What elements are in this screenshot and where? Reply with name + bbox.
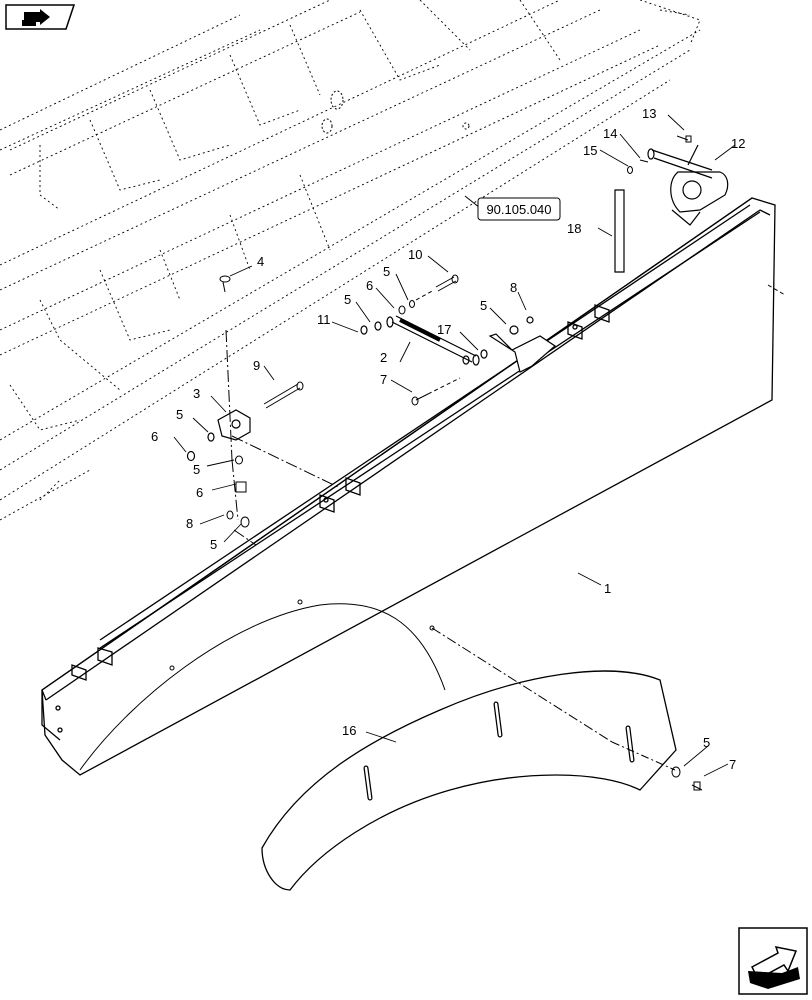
callout-14: 14: [603, 126, 617, 141]
part-16-fender-liner: [261, 670, 677, 891]
part-9-bolt: [263, 381, 304, 409]
callout-4: 4: [257, 254, 264, 269]
lower-fasteners: [226, 455, 250, 528]
callout-6c: 6: [366, 278, 373, 293]
callout-1: 1: [604, 581, 611, 596]
callout-5e: 5: [383, 264, 390, 279]
callout-13: 13: [642, 106, 656, 121]
part-12-mount-bracket: [647, 144, 729, 226]
next-arrow-icon: [738, 927, 808, 995]
frame-holes: [321, 90, 470, 134]
part-3-clamp: [186, 409, 251, 462]
callout-2: 2: [380, 350, 387, 365]
callout-7a: 7: [380, 372, 387, 387]
callout-11: 11: [317, 312, 331, 327]
back-nav-button[interactable]: [4, 4, 76, 30]
part-10-bolt: [398, 274, 459, 315]
part-2-damper: [360, 315, 488, 366]
part-1-fender-panel: [41, 197, 776, 776]
liner-arc-outline: [79, 599, 446, 771]
assembly-centerlines: [225, 329, 341, 546]
callout-10: 10: [408, 247, 422, 262]
callout-5g: 5: [703, 735, 710, 750]
part-18-bar: [614, 189, 625, 273]
callout-6b: 6: [196, 485, 203, 500]
callout-8b: 8: [510, 280, 517, 295]
callout-7b: 7: [729, 757, 736, 772]
part-13-bolt: [676, 135, 692, 143]
callout-16: 16: [342, 723, 356, 738]
callout-numbers: 1 2 3 4 5 5 5 5 5 5 5 6 6 6 7 7 8 8 9 10…: [151, 106, 745, 772]
reference-box[interactable]: 90.105.040: [464, 195, 561, 221]
part-7-bolt: [411, 377, 703, 791]
back-arrow-icon: [5, 4, 76, 30]
callout-18: 18: [567, 221, 581, 236]
callout-5f: 5: [480, 298, 487, 313]
callout-3: 3: [193, 386, 200, 401]
callout-5c: 5: [210, 537, 217, 552]
reference-box-label: 90.105.040: [486, 202, 551, 217]
next-nav-button[interactable]: [738, 927, 808, 995]
callout-17: 17: [437, 322, 451, 337]
callout-5d: 5: [344, 292, 351, 307]
part-14-pin: [639, 159, 649, 163]
callout-5b: 5: [193, 462, 200, 477]
part-15-clip: [627, 166, 633, 174]
callout-leaders: [173, 114, 736, 777]
part-4-knob: [219, 275, 231, 293]
callout-12: 12: [731, 136, 745, 151]
callout-5a: 5: [176, 407, 183, 422]
chassis-frame-outline: [0, 0, 701, 521]
callout-8a: 8: [186, 516, 193, 531]
callout-15: 15: [583, 143, 597, 158]
part-17-bracket: [488, 316, 556, 373]
callout-9: 9: [253, 358, 260, 373]
callout-6a: 6: [151, 429, 158, 444]
